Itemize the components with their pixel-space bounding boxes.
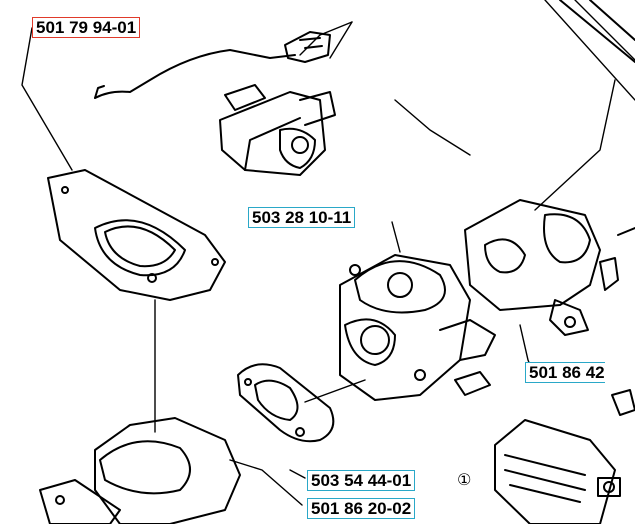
intake-plate [47, 169, 226, 301]
housing-edge [559, 0, 635, 63]
throttle-wire [94, 31, 331, 99]
part-label-503-54-44-01: 503 54 44-01 [307, 470, 416, 491]
part-label-503-28-10-11: 503 28 10-11 [248, 207, 356, 228]
part-label-501-86-42: 501 86 42 [525, 362, 605, 383]
switch-bracket [219, 84, 336, 176]
carburetor-gasket [237, 363, 335, 443]
part-label-501-86-20-02: 501 86 20-02 [307, 498, 416, 519]
leader-lines [21, 0, 635, 506]
intake-manifold [464, 199, 635, 336]
carburetor [339, 254, 496, 401]
air-filter-housing [39, 417, 241, 524]
part-label-501-79-94-01: 501 79 94-01 [32, 17, 141, 38]
air-filter [494, 389, 635, 524]
footnote-marker: ① [457, 470, 472, 489]
